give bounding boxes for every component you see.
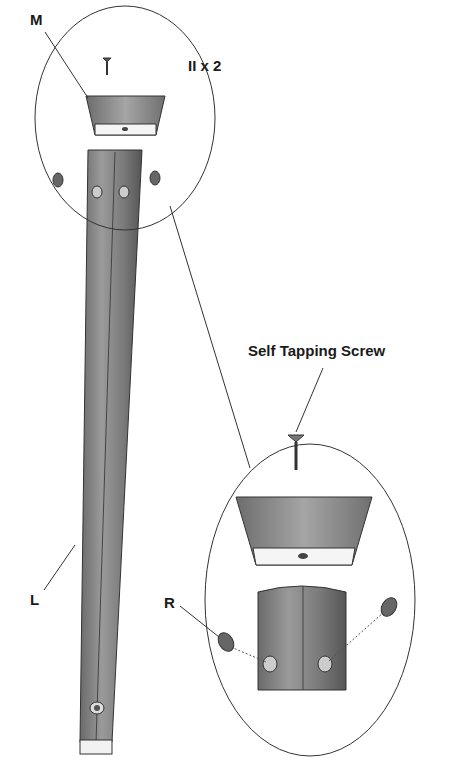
screw-shank (106, 62, 108, 75)
cap-bottom (95, 124, 156, 135)
leader-line (180, 606, 219, 637)
bolt-head (378, 595, 400, 619)
bolt-head (150, 171, 160, 185)
pole (80, 150, 142, 742)
part-letter: L (30, 592, 39, 609)
bolt-head (215, 630, 237, 654)
leader-line (296, 368, 323, 432)
detail-circle (35, 6, 215, 230)
cap-hole (298, 553, 308, 559)
pole-hole (90, 702, 104, 714)
cap-m (86, 96, 165, 135)
cap-bottom (253, 548, 355, 565)
pole-hole (318, 656, 332, 672)
leader-line (44, 545, 75, 590)
part-name: Self Tapping Screw (248, 343, 385, 360)
pole-hole (119, 186, 129, 198)
detail-link (170, 206, 250, 468)
assembly-line (231, 647, 266, 662)
pole-hole (263, 656, 277, 672)
bolt-head (53, 173, 63, 187)
detail-circle (205, 444, 415, 756)
part-letter: M (30, 12, 43, 29)
assembly-line (329, 612, 384, 661)
pole-hole-bolt (94, 705, 100, 711)
pole-section (258, 586, 346, 690)
pole-hole (92, 186, 102, 198)
quantity-note: II x 2 (188, 58, 221, 75)
screw-head (103, 58, 111, 62)
pole-end (80, 740, 112, 754)
screw-shank (295, 442, 298, 470)
screw-head (288, 435, 304, 442)
cap-hole (122, 127, 128, 131)
pole-groove (96, 152, 115, 742)
leader-line (45, 32, 88, 98)
part-letter: R (164, 595, 175, 612)
pole-groove (303, 586, 304, 690)
cap-large (236, 497, 372, 565)
